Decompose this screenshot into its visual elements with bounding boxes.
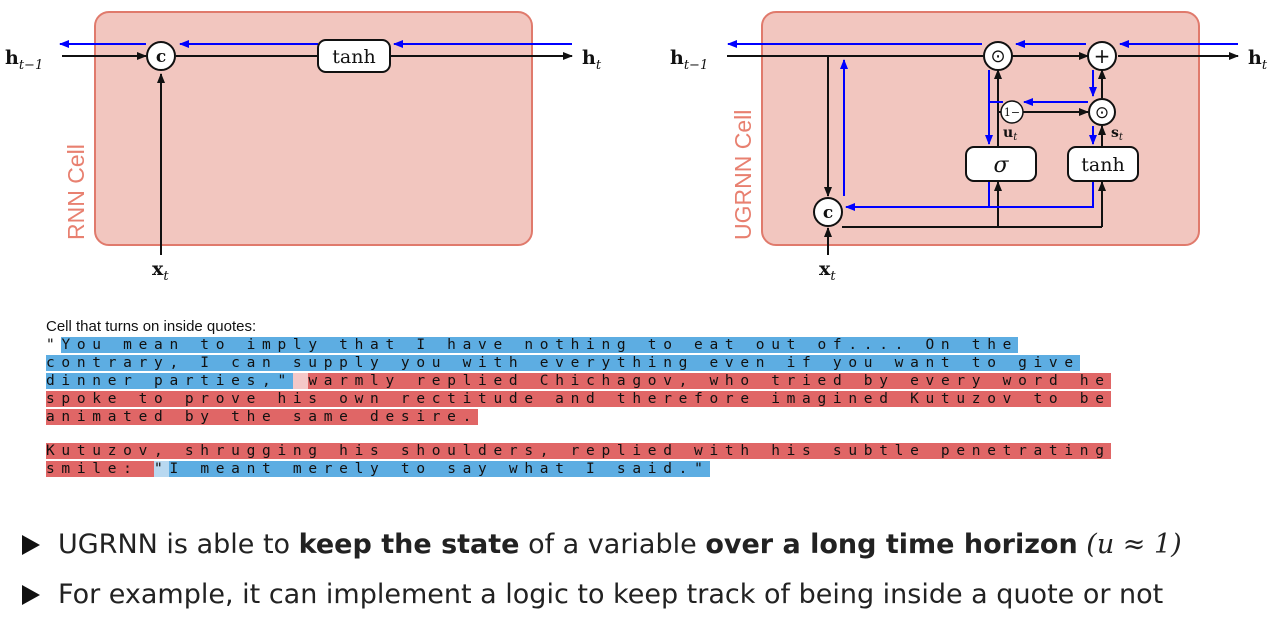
- bullet-triangle-icon: [22, 535, 40, 555]
- ugrnn-u-label: ut: [1003, 125, 1018, 143]
- ugrnn-plus-label: +: [1094, 44, 1111, 68]
- bullet-list: UGRNN is able to keep the state of a var…: [22, 520, 1282, 620]
- ugrnn-cell-box: [761, 11, 1200, 246]
- heatmap-line: animated by the same desire.: [46, 408, 1226, 426]
- ugrnn-hadamard-s-label: ⊙: [1095, 103, 1109, 123]
- bullet-1-math: (u ≈ 1): [1077, 529, 1182, 560]
- bullet-1-text-a: UGRNN is able to: [58, 529, 299, 560]
- ugrnn-cell-label: UGRNN Cell: [730, 110, 756, 240]
- heatmap-segment: ": [46, 337, 62, 353]
- heatmap-segment: smile:: [46, 461, 155, 477]
- ugrnn-tanh-label: tanh: [1081, 154, 1124, 176]
- ugrnn-x-label: xt: [819, 258, 836, 284]
- quote-cell-heatmap: Cell that turns on inside quotes: "You m…: [46, 318, 1226, 478]
- ugrnn-one-minus-node: [1000, 100, 1024, 124]
- ugrnn-one-minus-label: 1−: [1004, 106, 1020, 119]
- bullet-item-1: UGRNN is able to keep the state of a var…: [22, 520, 1282, 570]
- ugrnn-concat-label: c: [823, 203, 833, 223]
- ugrnn-tanh-box: [1067, 146, 1139, 182]
- rnn-cell-box: [94, 11, 533, 246]
- heatmap-segment: contrary, I can supply you with everythi…: [46, 355, 1080, 371]
- heatmap-segment: Kutuzov, shrugging his shoulders, replie…: [46, 443, 1111, 459]
- ugrnn-hadamard-node-top: [983, 41, 1013, 71]
- rnn-tanh-box: [317, 39, 391, 73]
- ugrnn-sigma-box: [965, 146, 1037, 182]
- rnn-concat-node: [146, 41, 176, 71]
- bullet-triangle-icon: [22, 585, 40, 605]
- rnn-h-next-label: ht: [582, 47, 602, 73]
- rnn-ugrnn-diagram: RNN Cell c tanh ht−1 ht xt UGRNN Cell: [5, 11, 1268, 284]
- ugrnn-cell: UGRNN Cell: [670, 11, 1268, 284]
- heatmap-line: contrary, I can supply you with everythi…: [46, 354, 1226, 372]
- ugrnn-hadamard-top-label: ⊙: [990, 46, 1005, 67]
- rnn-cell: RNN Cell c tanh ht−1 ht xt: [5, 11, 602, 284]
- rnn-concat-label: c: [156, 47, 166, 67]
- ugrnn-h-next-label: ht: [1248, 47, 1268, 73]
- rnn-cell-label: RNN Cell: [63, 144, 89, 240]
- heatmap-segment: dinner parties,": [46, 373, 293, 389]
- ugrnn-concat-node: [813, 197, 843, 227]
- heatmap-line: Kutuzov, shrugging his shoulders, replie…: [46, 442, 1226, 460]
- heatmap-lines: "You mean to imply that I have nothing t…: [46, 336, 1226, 478]
- heatmap-line: [46, 426, 1226, 442]
- ugrnn-plus-node: [1087, 41, 1117, 71]
- heatmap-segment: animated by the same desire.: [46, 409, 479, 425]
- ugrnn-s-label: st: [1111, 125, 1124, 143]
- rnn-tanh-label: tanh: [332, 46, 375, 68]
- heatmap-segment: ": [154, 461, 170, 477]
- bullet-1-text-b: of a variable: [519, 529, 706, 560]
- heatmap-segment: I meant merely to say what I said.": [169, 461, 710, 477]
- ugrnn-sigma-label: σ: [993, 153, 1009, 178]
- heatmap-line: "You mean to imply that I have nothing t…: [46, 336, 1226, 354]
- heatmap-segment: You mean to imply that I have nothing to…: [61, 337, 1019, 353]
- bullet-1-bold-b: over a long time horizon: [705, 529, 1078, 560]
- bullet-2-text: For example, it can implement a logic to…: [58, 579, 1164, 610]
- rnn-x-label: xt: [152, 258, 169, 284]
- heatmap-line: spoke to prove his own rectitude and the…: [46, 390, 1226, 408]
- heatmap-segment: [292, 373, 309, 389]
- ugrnn-hadamard-node-s: [1088, 98, 1116, 126]
- rnn-h-prev-label: ht−1: [5, 47, 43, 73]
- bullet-item-2: For example, it can implement a logic to…: [22, 570, 1282, 620]
- heatmap-segment: warmly replied Chichagov, who tried by e…: [308, 373, 1111, 389]
- heatmap-line: dinner parties," warmly replied Chichago…: [46, 372, 1226, 390]
- heatmap-line: smile: "I meant merely to say what I sai…: [46, 460, 1226, 478]
- ugrnn-h-prev-label: ht−1: [670, 47, 708, 73]
- heatmap-segment: spoke to prove his own rectitude and the…: [46, 391, 1111, 407]
- bullet-1-bold-a: keep the state: [298, 529, 520, 560]
- heatmap-caption: Cell that turns on inside quotes:: [46, 318, 257, 335]
